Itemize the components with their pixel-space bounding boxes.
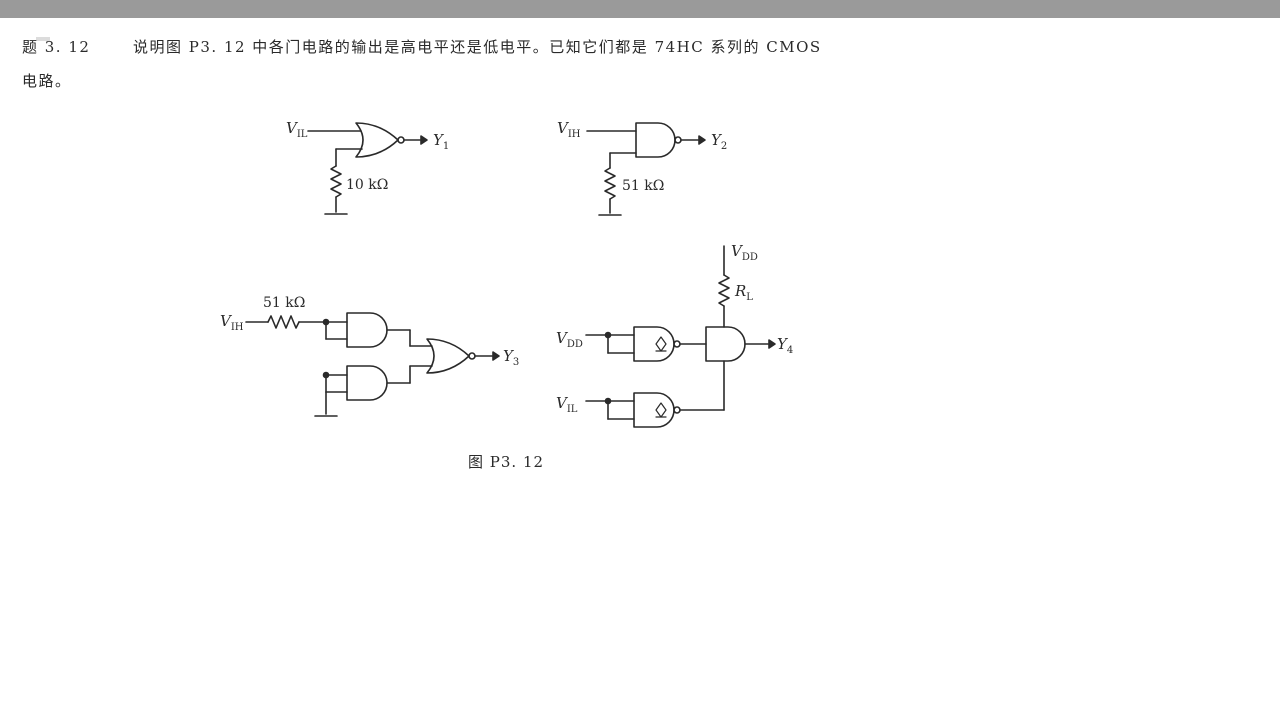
circuit-1-nor-gate — [355, 122, 405, 158]
problem-number: 题 3. 12 — [22, 38, 91, 56]
circuit-3-nor-gate — [426, 338, 476, 374]
circuit-2-nand-gate — [635, 122, 682, 158]
circuit-3-and-gate-bottom — [346, 365, 388, 401]
figure-caption: 图 P3. 12 — [468, 453, 544, 471]
circuit-1-wires — [307, 130, 428, 215]
circuit-4-od-nand-gate-bottom — [633, 392, 681, 428]
c4-load-resistor-label: RL — [734, 282, 753, 303]
circuit-4-wires — [585, 245, 776, 420]
circuit-3-junction-dot-top — [322, 318, 330, 326]
c2-resistor-label: 51 kΩ — [622, 178, 664, 194]
c3-input-label: VIH — [220, 312, 244, 333]
circuit-4-od-nand-gate-top — [633, 326, 681, 362]
problem-text: 说明图 P3. 12 中各门电路的输出是高电平还是低电平。已知它们都是 74HC… — [133, 38, 822, 56]
c1-resistor-label: 10 kΩ — [346, 177, 388, 193]
problem-statement-line-1: 题 3. 12 说明图 P3. 12 中各门电路的输出是高电平还是低电平。已知它… — [22, 36, 822, 57]
c4-input-2-label: VIL — [556, 394, 578, 415]
c2-input-label: VIH — [557, 119, 581, 140]
c3-output-label: Y3 — [503, 347, 519, 368]
circuit-2-wires — [586, 130, 706, 216]
circuit-4-wired-and-gate — [705, 326, 746, 362]
top-bar — [0, 0, 1280, 18]
c4-input-1-label: VDD — [556, 329, 583, 350]
c4-output-label: Y4 — [777, 335, 793, 356]
c1-output-label: Y1 — [433, 131, 449, 152]
c1-input-label: VIL — [286, 119, 308, 140]
c4-supply-label: VDD — [731, 242, 758, 263]
c3-resistor-label: 51 kΩ — [263, 295, 305, 311]
circuit-3-and-gate-top — [346, 312, 388, 348]
problem-statement-line-2: 电路。 — [22, 72, 72, 90]
circuit-4-junction-dot-bottom — [604, 397, 612, 405]
c2-output-label: Y2 — [711, 131, 727, 152]
circuit-3-junction-dot-bottom — [322, 371, 330, 379]
corner-mark — [36, 37, 50, 41]
circuit-4-junction-dot-top — [604, 331, 612, 339]
